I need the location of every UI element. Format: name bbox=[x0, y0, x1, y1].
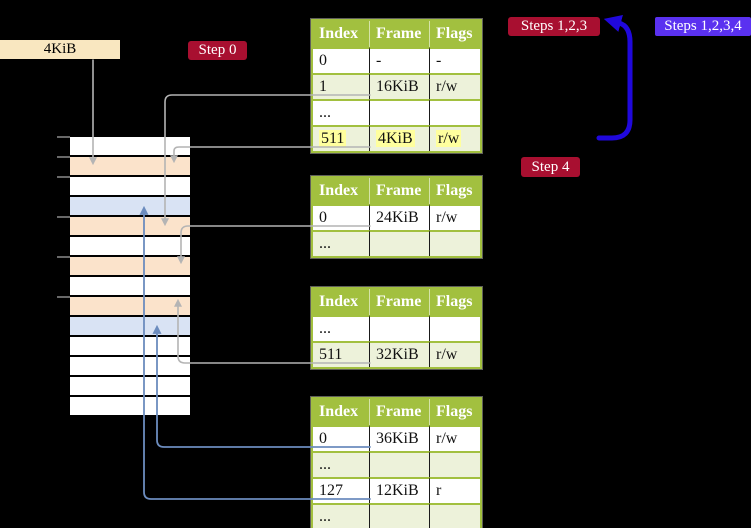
frame-cell: 36KiB bbox=[370, 425, 430, 451]
column-header-flags: Flags bbox=[430, 178, 480, 204]
highlighted-value: 4KiB bbox=[376, 130, 415, 147]
column-header-frame: Frame bbox=[370, 178, 430, 204]
memory-frame-11-free bbox=[70, 357, 190, 375]
frame-cell: 12KiB bbox=[370, 477, 430, 503]
flags-cell bbox=[430, 451, 480, 477]
frame-cell: 16KiB bbox=[370, 73, 430, 99]
index-cell: 0 bbox=[313, 47, 370, 73]
flags-cell: - bbox=[430, 47, 480, 73]
column-header-frame: Frame bbox=[370, 21, 430, 47]
index-cell: 511 bbox=[313, 125, 370, 151]
index-cell: ... bbox=[313, 230, 370, 256]
frame-cell: 24KiB bbox=[370, 204, 430, 230]
index-cell: 127 bbox=[313, 477, 370, 503]
flags-cell: r/w bbox=[430, 204, 480, 230]
flags-cell: r/w bbox=[430, 125, 480, 151]
page-table-3-row-dotsdotsdots: ... bbox=[313, 315, 480, 341]
flags-cell: r/w bbox=[430, 341, 480, 367]
frame-cell bbox=[370, 230, 430, 256]
index-cell: 0 bbox=[313, 425, 370, 451]
flags-cell bbox=[430, 503, 480, 528]
frame-cell bbox=[370, 99, 430, 125]
flags-cell bbox=[430, 99, 480, 125]
index-cell: 0 bbox=[313, 204, 370, 230]
highlighted-value: r/w bbox=[436, 130, 462, 147]
frame-size-label: 4KiB bbox=[0, 40, 120, 59]
memory-frame-13-free bbox=[70, 397, 190, 415]
page-table-1-row-0: 0-- bbox=[313, 47, 480, 73]
page-table-4-row-dotsdotsdots: ... bbox=[313, 451, 480, 477]
connector-arrow-steps-arrow bbox=[596, 15, 633, 141]
flags-cell: r/w bbox=[430, 425, 480, 451]
memory-frame-4-pagetable bbox=[70, 217, 190, 235]
page-table-1-row-511: 511 4KiB r/w bbox=[313, 125, 480, 151]
page-table-4-row-dotsdotsdots: ... bbox=[313, 503, 480, 528]
column-header-flags: Flags bbox=[430, 399, 480, 425]
frame-cell bbox=[370, 503, 430, 528]
memory-frame-7-free bbox=[70, 277, 190, 295]
frame-cell: - bbox=[370, 47, 430, 73]
memory-frame-0-free bbox=[70, 137, 190, 155]
flags-cell: r bbox=[430, 477, 480, 503]
flags-cell: r/w bbox=[430, 73, 480, 99]
memory-frame-6-pagetable bbox=[70, 257, 190, 275]
index-cell: 1 bbox=[313, 73, 370, 99]
column-header-index: Index bbox=[313, 21, 370, 47]
column-header-index: Index bbox=[313, 289, 370, 315]
memory-frame-10-free bbox=[70, 337, 190, 355]
memory-frame-2-free bbox=[70, 177, 190, 195]
physical-memory-column bbox=[70, 137, 190, 415]
memory-frame-9-mapped bbox=[70, 317, 190, 335]
index-cell: 511 bbox=[313, 341, 370, 367]
page-table-2-row-dotsdotsdots: ... bbox=[313, 230, 480, 256]
memory-frame-8-pagetable bbox=[70, 297, 190, 315]
frame-cell bbox=[370, 315, 430, 341]
page-table-1-row-dotsdotsdots: ... bbox=[313, 99, 480, 125]
step4-label: Step 4 bbox=[521, 157, 580, 177]
steps1234-label: Steps 1,2,3,4 bbox=[655, 17, 751, 36]
steps123-label: Steps 1,2,3 bbox=[508, 17, 600, 36]
memory-frame-5-free bbox=[70, 237, 190, 255]
index-cell: ... bbox=[313, 99, 370, 125]
index-cell: ... bbox=[313, 315, 370, 341]
column-header-index: Index bbox=[313, 178, 370, 204]
column-header-index: Index bbox=[313, 399, 370, 425]
column-header-flags: Flags bbox=[430, 289, 480, 315]
column-header-frame: Frame bbox=[370, 399, 430, 425]
memory-frame-3-mapped bbox=[70, 197, 190, 215]
index-cell: ... bbox=[313, 503, 370, 528]
frame-cell: 32KiB bbox=[370, 341, 430, 367]
memory-frame-12-free bbox=[70, 377, 190, 395]
flags-cell bbox=[430, 230, 480, 256]
frame-cell bbox=[370, 451, 430, 477]
column-header-flags: Flags bbox=[430, 21, 480, 47]
frame-cell: 4KiB bbox=[370, 125, 430, 151]
flags-cell bbox=[430, 315, 480, 341]
step0-label: Step 0 bbox=[188, 41, 247, 60]
index-cell: ... bbox=[313, 451, 370, 477]
memory-frame-1-pagetable bbox=[70, 157, 190, 175]
column-header-frame: Frame bbox=[370, 289, 430, 315]
highlighted-value: 511 bbox=[319, 130, 347, 147]
